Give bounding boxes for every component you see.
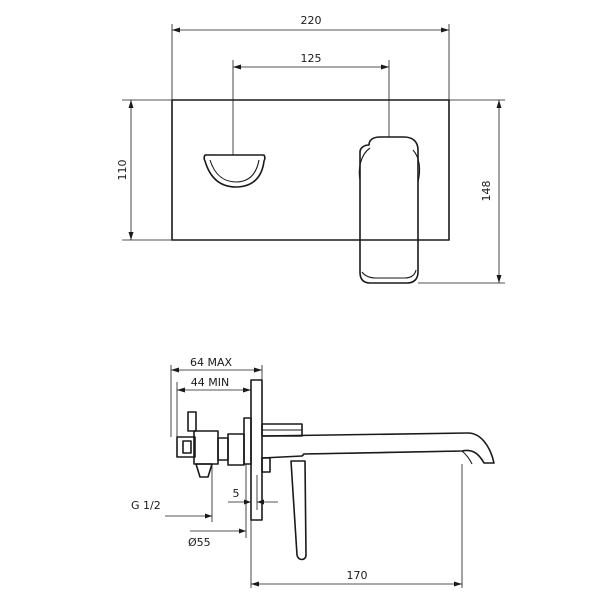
dim-label-thread: G 1/2 xyxy=(131,499,161,512)
arrow xyxy=(171,367,179,373)
side-body-inlet xyxy=(176,436,196,458)
front-crescent-inner xyxy=(209,159,260,183)
arrow xyxy=(239,528,246,534)
arrow xyxy=(254,367,262,373)
arrow xyxy=(205,513,212,519)
side-inlet-slot xyxy=(182,440,192,454)
arrow xyxy=(128,100,134,108)
side-body-collar xyxy=(243,417,252,465)
side-wall-plate xyxy=(250,379,263,521)
dim-label-110: 110 xyxy=(116,160,129,181)
arrow xyxy=(172,27,180,33)
arrow xyxy=(128,232,134,240)
arrow xyxy=(496,100,502,108)
side-body-foot xyxy=(195,463,213,478)
arrow xyxy=(257,499,264,505)
side-stem xyxy=(187,411,197,432)
side-body-neck xyxy=(217,437,229,461)
dim-label-125: 125 xyxy=(301,52,322,65)
wall-plate xyxy=(171,99,450,241)
dim-label-64max: 64 MAX xyxy=(190,356,233,369)
side-spout xyxy=(261,432,495,464)
side-view: 64 MAX 44 MIN 5 G 1/2 Ø55 170 xyxy=(131,356,495,588)
side-lever xyxy=(290,460,307,561)
arrow xyxy=(233,64,241,70)
front-mixer-body xyxy=(359,136,419,284)
arrow xyxy=(381,64,389,70)
side-body-main xyxy=(193,430,219,465)
side-spout-lower-edge xyxy=(303,450,463,455)
arrow xyxy=(244,499,251,505)
dim-label-148: 148 xyxy=(480,181,493,202)
front-view: 220 125 110 148 xyxy=(116,14,505,284)
front-crescent xyxy=(203,154,266,188)
dim-label-5: 5 xyxy=(233,487,240,500)
dim-label-170: 170 xyxy=(347,569,368,582)
arrow xyxy=(251,581,259,587)
arrow xyxy=(243,387,251,393)
arrow xyxy=(441,27,449,33)
dim-label-44min: 44 MIN xyxy=(191,376,229,389)
front-mixer-bottom-line xyxy=(361,269,417,279)
arrow xyxy=(454,581,462,587)
front-mixer-curve-right xyxy=(412,149,421,183)
side-valve-stub xyxy=(261,457,271,473)
arrow xyxy=(177,387,185,393)
arrow xyxy=(496,275,502,283)
dim-label-220: 220 xyxy=(301,14,322,27)
side-spout-tip-detail xyxy=(461,450,473,465)
front-mixer-curve-left xyxy=(358,147,371,181)
side-body-flange xyxy=(227,433,245,466)
dim-label-diameter: Ø55 xyxy=(188,536,211,549)
